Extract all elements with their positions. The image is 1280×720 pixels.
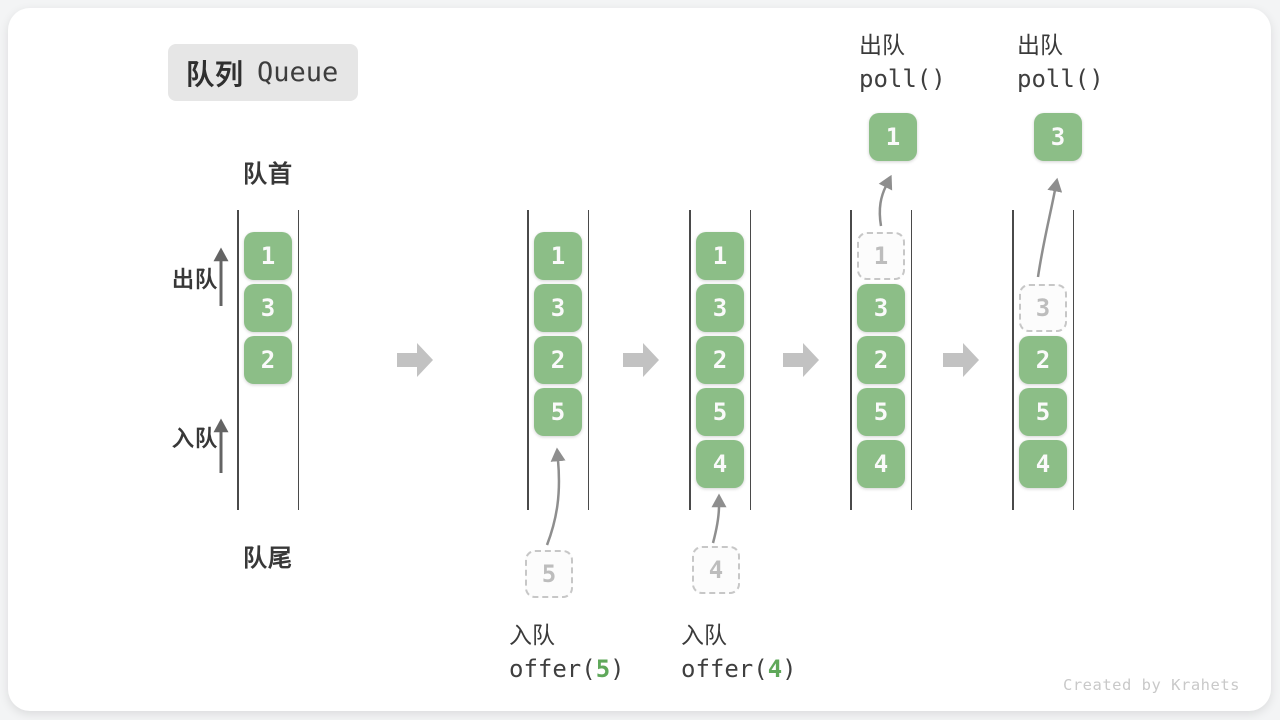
ghost-cell: 1 bbox=[857, 232, 905, 280]
queue-cell: 5 bbox=[534, 388, 582, 436]
diagram-card bbox=[8, 8, 1271, 711]
dequeue-side-label: 出队 bbox=[172, 267, 219, 292]
queue-state-4: 1 3 2 5 4 1 bbox=[850, 113, 917, 510]
enqueue-op-4-label: 入队 bbox=[681, 622, 727, 648]
queue-cell: 3 bbox=[857, 284, 905, 332]
queue-cell: 3 bbox=[534, 284, 582, 332]
enqueue-op-5-label: 入队 bbox=[509, 622, 555, 648]
queue-wall bbox=[850, 210, 852, 510]
queue-cell: 4 bbox=[696, 440, 744, 488]
queue-wall bbox=[527, 210, 529, 510]
queue-wall bbox=[910, 210, 912, 510]
queue-state-1: 1 3 2 bbox=[237, 210, 299, 510]
queue-cell: 2 bbox=[534, 336, 582, 384]
queue-cell: 1 bbox=[534, 232, 582, 280]
queue-cell: 1 bbox=[244, 232, 292, 280]
output-cell: 3 bbox=[1034, 113, 1082, 161]
dequeue-op-1-label: 出队 bbox=[859, 32, 905, 58]
title-zh: 队列 bbox=[186, 58, 245, 90]
queue-cell: 2 bbox=[1019, 336, 1067, 384]
credit-text: Created by Krahets bbox=[1063, 676, 1240, 694]
queue-cell: 2 bbox=[857, 336, 905, 384]
queue-state-5: 3 2 5 4 3 bbox=[1012, 113, 1082, 510]
enqueue-op-4-code: offer(4) bbox=[681, 655, 797, 683]
queue-wall bbox=[237, 210, 239, 510]
ghost-cell: 3 bbox=[1019, 284, 1067, 332]
queue-cell: 5 bbox=[857, 388, 905, 436]
queue-cell: 5 bbox=[1019, 388, 1067, 436]
enqueue-op-5-code: offer(5) bbox=[509, 655, 625, 683]
enqueue-side-label: 入队 bbox=[172, 426, 219, 451]
dequeue-op-1: 出队 poll() bbox=[859, 28, 946, 96]
queue-cell: 3 bbox=[696, 284, 744, 332]
queue-cell: 4 bbox=[857, 440, 905, 488]
dequeue-op-1-code: poll() bbox=[859, 65, 946, 93]
queue-wall bbox=[689, 210, 691, 510]
queue-wall bbox=[1012, 210, 1014, 510]
title-en: Queue bbox=[257, 57, 339, 88]
title-badge: 队列 Queue bbox=[168, 44, 359, 101]
pending-cell: 4 bbox=[692, 546, 740, 594]
queue-state-3: 1 3 2 5 4 4 bbox=[689, 210, 751, 594]
queue-cell: 2 bbox=[696, 336, 744, 384]
enqueue-op-5: 入队 offer(5) bbox=[509, 618, 625, 686]
queue-cell: 4 bbox=[1019, 440, 1067, 488]
queue-state-2: 1 3 2 5 5 bbox=[525, 210, 589, 598]
rear-label: 队尾 bbox=[243, 545, 293, 572]
queue-cell: 5 bbox=[696, 388, 744, 436]
dequeue-op-2: 出队 poll() bbox=[1017, 28, 1104, 96]
queue-wall bbox=[297, 210, 299, 510]
queue-cell: 1 bbox=[696, 232, 744, 280]
front-label: 队首 bbox=[243, 161, 293, 188]
queue-cell: 3 bbox=[244, 284, 292, 332]
output-cell: 1 bbox=[869, 113, 917, 161]
enqueue-op-4: 入队 offer(4) bbox=[681, 618, 797, 686]
queue-wall bbox=[587, 210, 589, 510]
dequeue-op-2-code: poll() bbox=[1017, 65, 1104, 93]
queue-cell: 2 bbox=[244, 336, 292, 384]
pending-cell: 5 bbox=[525, 550, 573, 598]
dequeue-op-2-label: 出队 bbox=[1017, 32, 1063, 58]
queue-wall bbox=[1072, 210, 1074, 510]
queue-wall bbox=[749, 210, 751, 510]
